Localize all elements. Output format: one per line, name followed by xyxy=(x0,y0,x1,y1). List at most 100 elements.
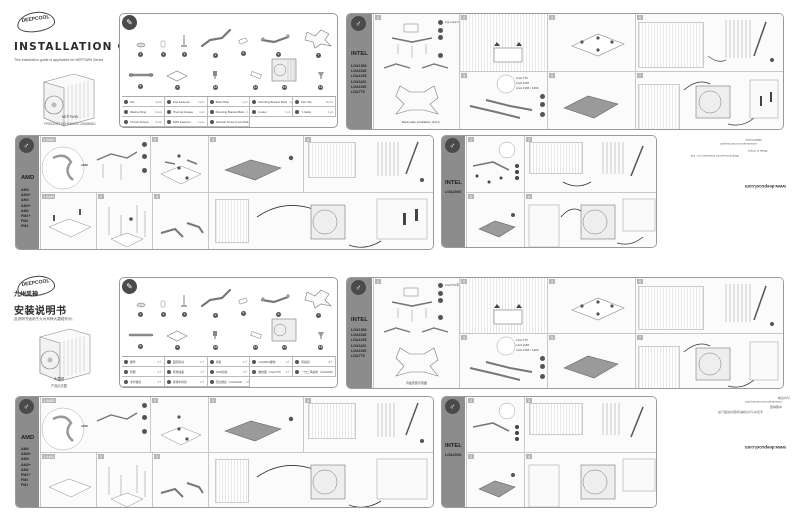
amd-step-1b: 1 AM4 xyxy=(40,192,96,249)
amd-step-3b: 3 xyxy=(152,452,208,507)
backplate-diagram xyxy=(395,347,439,377)
am4-step2-diagram xyxy=(108,205,146,248)
lga20xx-step-4: 4 xyxy=(524,452,656,507)
step6-heatsink xyxy=(707,20,774,62)
am4-step3-diagram xyxy=(160,482,204,498)
callout-dot xyxy=(540,374,545,379)
lga20xx-step-2: 2 xyxy=(466,452,524,507)
step-number: 3 xyxy=(526,137,532,142)
part-standoff xyxy=(213,331,217,339)
lga20xx-step2-thermal xyxy=(478,473,516,498)
part-number: 1 xyxy=(138,52,143,57)
part-number: 7 xyxy=(316,53,321,58)
part-number: 9 xyxy=(175,345,180,350)
lga20xx-step-1: 1 xyxy=(466,397,524,452)
step-number: 3 xyxy=(210,137,216,142)
callout-dot xyxy=(142,154,147,159)
intel2011-socket: LGA20XX xyxy=(445,453,462,457)
intel2011-sidebar xyxy=(442,136,465,247)
lga20xx-step3-detail xyxy=(529,142,583,174)
callout-dot xyxy=(540,102,545,107)
amd-step-1: 1 AMD AMD xyxy=(40,397,150,452)
step-number: 1 xyxy=(375,15,381,20)
step-3: 3 LGA 775 LGA 1156 LGA 1366 / 1366 xyxy=(459,71,547,129)
callout-dot xyxy=(438,298,443,303)
intel-2011-panel: ♂ INTEL LGA20XX 1 2 3 4 xyxy=(441,135,657,248)
part-number: 8 xyxy=(138,84,143,89)
step-5: 5 xyxy=(547,333,635,388)
part-washer xyxy=(160,40,166,48)
step1-exploded-diagram xyxy=(391,287,433,322)
callout-dot xyxy=(438,315,443,320)
part-number: 1 xyxy=(138,312,143,317)
am4-diagram xyxy=(48,209,92,238)
part-amd-backplate xyxy=(166,330,188,342)
screwdriver-icon: ♂ xyxy=(445,399,460,414)
part-fan-clip xyxy=(318,72,324,79)
lga20xx-step2-thermal xyxy=(478,213,516,238)
cover-model: 大霜塔 xyxy=(53,377,65,381)
amd-step-4b xyxy=(208,452,433,507)
intel2011-socket: LGA20XX xyxy=(445,190,462,194)
step-number: 2 xyxy=(468,454,474,459)
step-5: 5 xyxy=(547,71,635,129)
amd-exploded-diagram xyxy=(96,412,138,422)
screwdriver-icon: ♂ xyxy=(19,399,34,414)
lga20xx-step1-diagram xyxy=(472,141,519,184)
step-2: 2 xyxy=(459,14,547,71)
step-number: 4 xyxy=(549,279,555,284)
step5-thermal-paste xyxy=(563,95,619,119)
step3-callout: LGA 775 xyxy=(516,338,528,342)
lga20xx-step-3: 3 xyxy=(524,136,656,192)
step-number: 1 xyxy=(375,279,381,284)
part-number: 11 xyxy=(253,85,258,90)
step7-fan-install xyxy=(683,79,779,126)
step-3: 3 LGA 775 LGA 1156 LGA 1366 / 1366 xyxy=(459,333,547,388)
step-number: 7 xyxy=(637,335,643,340)
callout-dot xyxy=(142,415,147,420)
step-number: 2 xyxy=(152,137,158,142)
step-number: 6 xyxy=(637,279,643,284)
amd-step-3: 3 xyxy=(208,397,303,452)
callout-dot xyxy=(438,20,443,25)
part-number: 10 xyxy=(213,85,218,90)
step1-brackets xyxy=(383,63,449,69)
step7-fan-detail xyxy=(638,84,680,129)
step-number: 3 xyxy=(210,398,216,403)
step-number: 3 xyxy=(461,335,467,340)
step3-callout: LGA 775 xyxy=(516,76,528,80)
amd-step3-thermal xyxy=(224,155,294,181)
lga20xx-step-1: 1 xyxy=(466,136,524,192)
part-number: 13 xyxy=(318,85,323,90)
step-number: 2 xyxy=(98,454,104,459)
backplate-diagram xyxy=(395,85,439,115)
part-screw xyxy=(181,295,187,307)
callout-dot xyxy=(540,94,545,99)
part-cooler xyxy=(271,58,297,82)
cover-model: NEPTWIN xyxy=(61,115,79,119)
cooler-illustration xyxy=(43,73,95,127)
step-number: 5 xyxy=(549,73,555,78)
part-number: 5 xyxy=(241,311,246,316)
legend-item: 散热器（LGA775）1个 xyxy=(250,367,294,377)
step-number: 5 xyxy=(549,335,555,340)
part-number: 7 xyxy=(316,313,321,318)
deepcool-logo-cn: 九州风神 xyxy=(14,292,39,298)
step4-diagram xyxy=(571,297,625,321)
step1-exploded-diagram xyxy=(391,23,433,58)
part-number: 11 xyxy=(253,345,258,350)
step-number: 1 xyxy=(468,137,474,142)
step-2: 2 xyxy=(459,278,547,333)
